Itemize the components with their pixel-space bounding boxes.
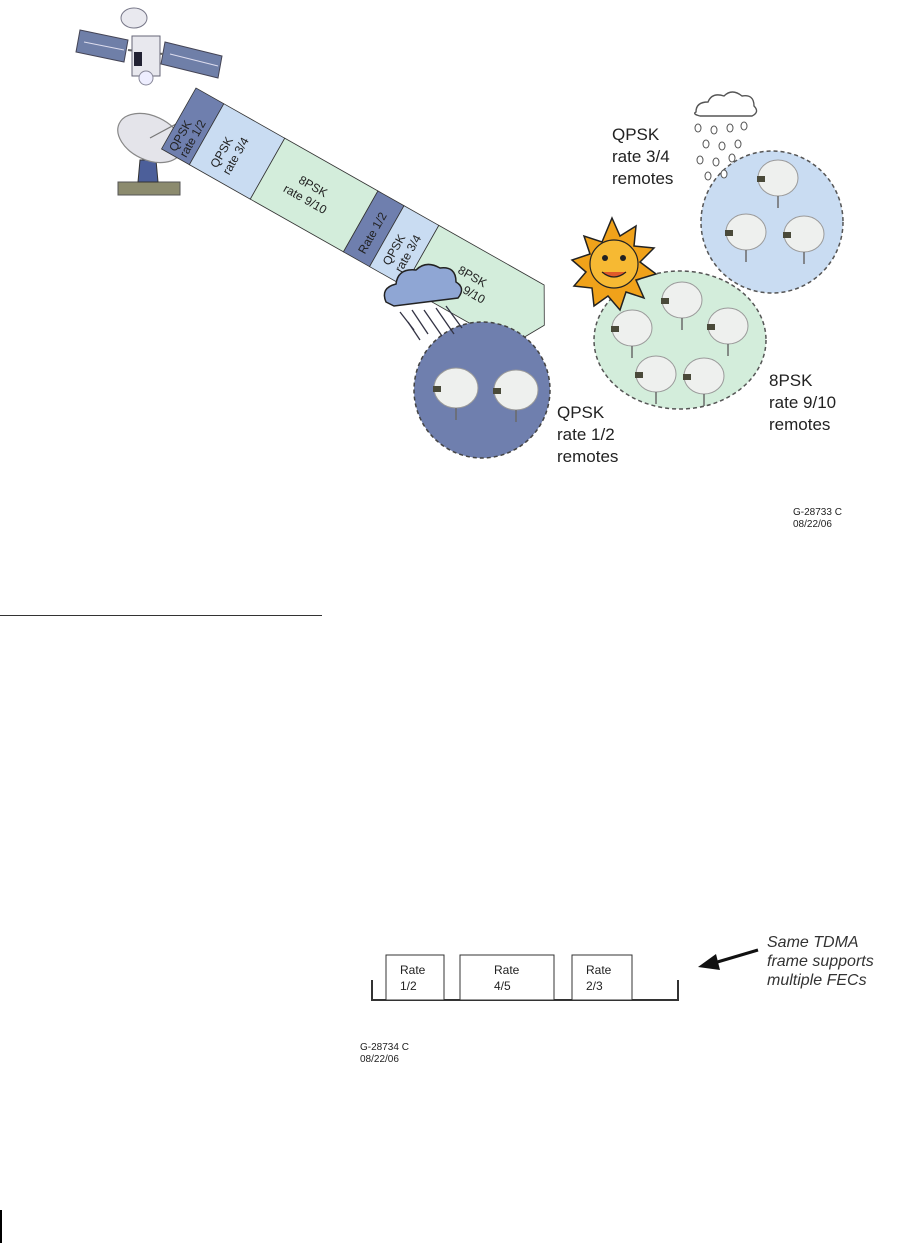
remote-group-qpsk34 [700,150,844,294]
sun-icon [570,216,658,312]
figure1-date: 08/22/06 [793,519,832,530]
acm-diagram: QPSK rate 1/2 QPSK rate 3/4 8PSK rate 9/… [75,7,844,530]
tdma-frame [371,954,679,1001]
remote-group-qpsk12 [413,321,551,459]
carrier-stream: QPSK rate 1/2 QPSK rate 3/4 8PSK rate 9/… [160,87,545,347]
remote-dish-icons [433,159,825,422]
figure2-code: G-28734 C [360,1042,409,1053]
snow-cloud-icon [693,91,758,181]
fec-block-2 [459,954,555,1001]
figure2-date: 08/22/06 [360,1054,399,1065]
figure1-code: G-28733 C [793,507,842,518]
section-divider [0,615,322,616]
satellite-icon [75,7,223,86]
fec-block-1 [385,954,445,1001]
page-edge-bar [0,1210,2,1243]
storm-cloud-icon [383,263,463,341]
arrow-icon [698,948,759,970]
fec-block-3 [571,954,633,1001]
